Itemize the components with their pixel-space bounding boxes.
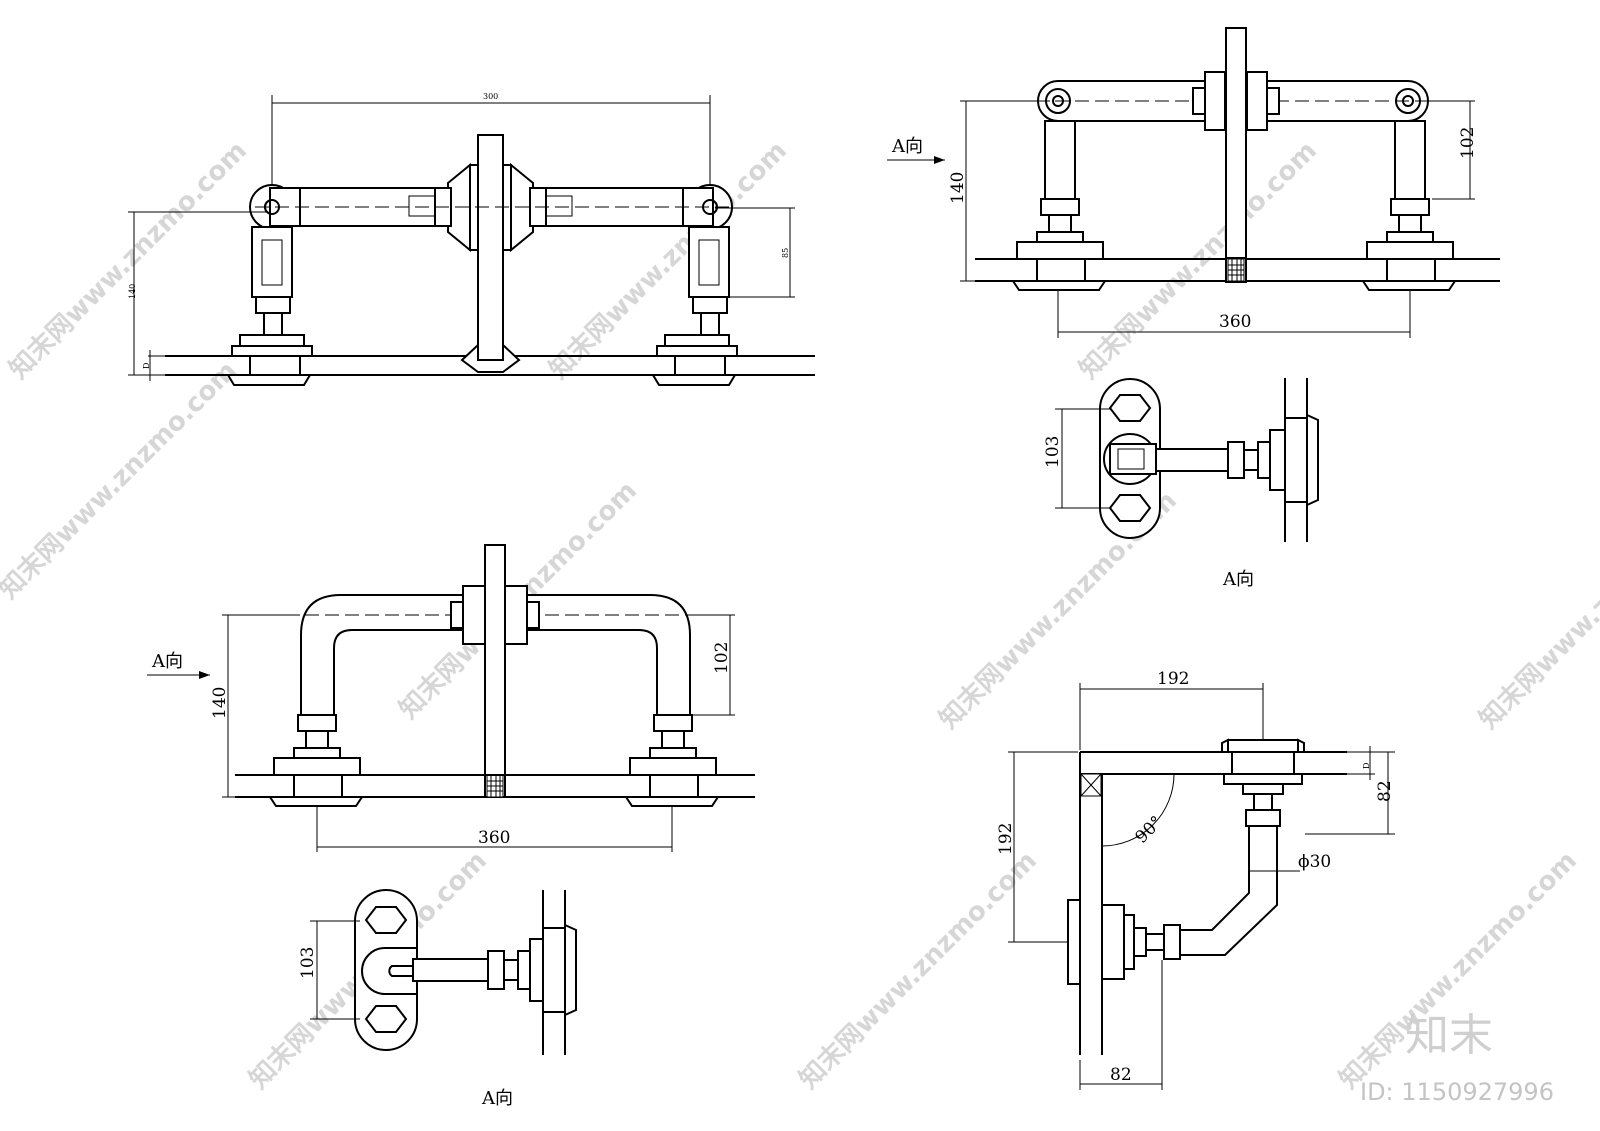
watermark-text: 知末网www.znzmo.com [1074, 136, 1323, 385]
dim-140: 140 [210, 687, 230, 719]
dim-82-bottom: 82 [1110, 1065, 1132, 1085]
view-top-left: 300 140 D 85 [128, 92, 815, 386]
dim-300: 300 [483, 92, 498, 101]
dim-d: D [1362, 763, 1371, 769]
watermark-text: 知末网www.znzmo.com [794, 846, 1043, 1095]
dim-phi30: ϕ30 [1298, 852, 1331, 872]
watermark-text: 知末网www.znzmo.com [4, 136, 253, 385]
dim-360: 360 [478, 828, 510, 848]
view-corner: 90° 192 192 D 82 ϕ30 82 [996, 669, 1395, 1090]
dir-label: A向 [891, 136, 923, 157]
dim-192-top: 192 [1157, 669, 1189, 689]
dim-d: D [142, 363, 151, 369]
dim-103: 103 [1043, 436, 1063, 468]
angle-90: 90° [1132, 812, 1167, 847]
dim-192-left: 192 [996, 823, 1016, 855]
dim-140: 140 [128, 284, 137, 299]
dim-85: 85 [781, 248, 790, 258]
dir-label: A向 [151, 651, 183, 672]
watermark-text: 知末网www.znzmo.com [1474, 486, 1600, 735]
dim-82-right: 82 [1375, 780, 1395, 802]
caption-a: A向 [1222, 569, 1254, 590]
view-bottom-left-a: 103 A向 [298, 888, 577, 1109]
view-top-right: A向 140 102 360 [887, 27, 1500, 338]
watermark-text: 知末网www.znzmo.com [0, 356, 243, 605]
watermark-id: ID: 1150927996 [1360, 1078, 1554, 1106]
watermark-logo: 知末 [1405, 1010, 1493, 1061]
caption-a: A向 [481, 1088, 513, 1109]
view-bottom-left: A向 140 102 360 [147, 544, 755, 852]
view-top-right-a: 103 A向 [1043, 377, 1319, 590]
dim-140: 140 [948, 172, 968, 204]
dim-102: 102 [712, 642, 732, 674]
dim-103: 103 [298, 947, 318, 979]
dim-360: 360 [1219, 312, 1251, 332]
dim-102: 102 [1458, 127, 1478, 159]
